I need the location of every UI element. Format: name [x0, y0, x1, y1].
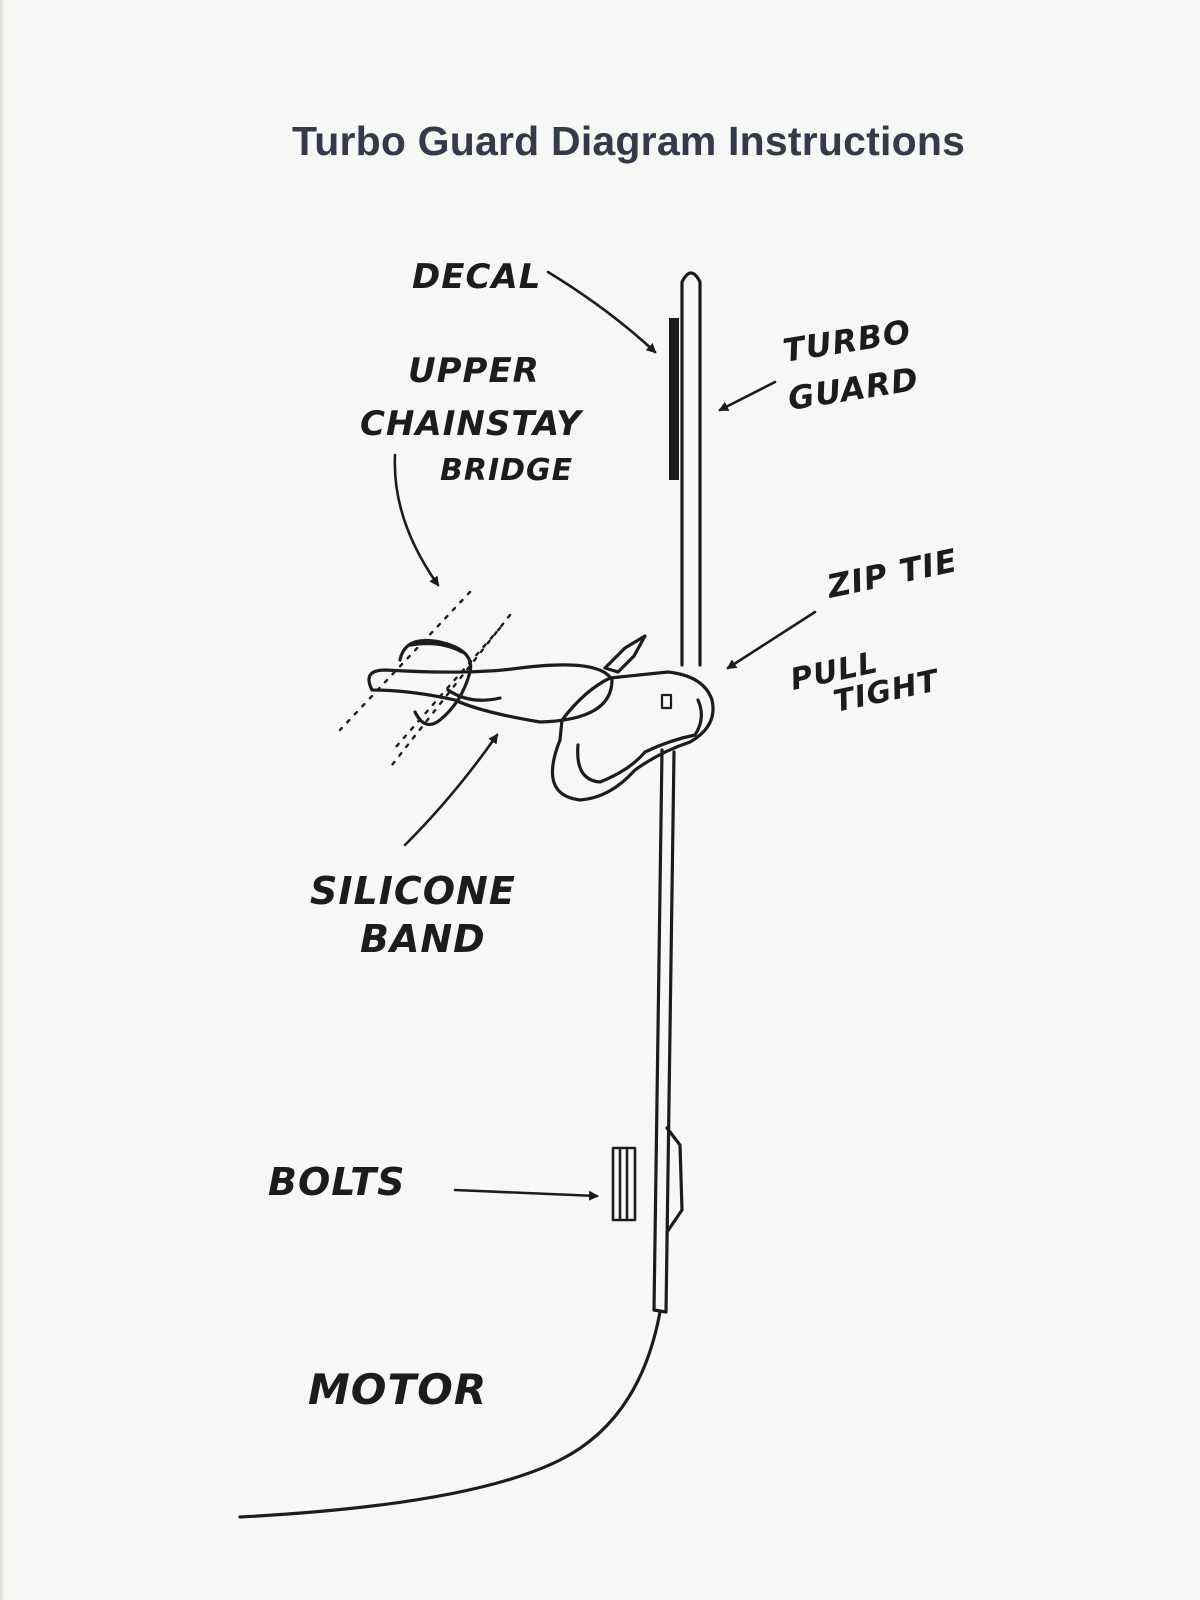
label-bolts: BOLTS	[268, 1160, 405, 1204]
leader-arrows	[393, 270, 817, 1201]
label-silicone-line1: SILICONE	[310, 869, 516, 913]
page-edge	[0, 0, 4, 1600]
arrow-silicone	[403, 733, 499, 847]
silicone-band	[367, 634, 715, 802]
arrow-bolts	[453, 1188, 599, 1201]
label-silicone-line2: BAND	[360, 917, 486, 961]
label-motor: MOTOR	[308, 1365, 487, 1414]
label-chainstay-line2: CHAINSTAY	[360, 404, 584, 444]
arrow-chainstay	[393, 453, 440, 587]
turbo-guard-blade	[680, 271, 702, 667]
label-zip-tie: ZIP TIE	[823, 541, 961, 606]
chainstay-bridge	[338, 590, 512, 767]
bolt-plate	[665, 1126, 684, 1234]
label-turbo-guard-line1: TURBO	[780, 312, 913, 370]
label-turbo-guard-line2: GUARD	[785, 360, 921, 418]
arrow-decal	[546, 270, 657, 354]
bolts	[611, 1146, 637, 1222]
motor-outline	[238, 1310, 662, 1519]
arrow-zip-tie	[726, 610, 817, 670]
page-title: Turbo Guard Diagram Instructions	[292, 118, 966, 164]
decal-strip	[669, 318, 679, 480]
label-chainstay-line3: BRIDGE	[440, 453, 573, 488]
label-chainstay-line1: UPPER	[408, 351, 540, 391]
arrow-turbo-guard	[718, 380, 777, 412]
label-decal: DECAL	[412, 257, 541, 297]
